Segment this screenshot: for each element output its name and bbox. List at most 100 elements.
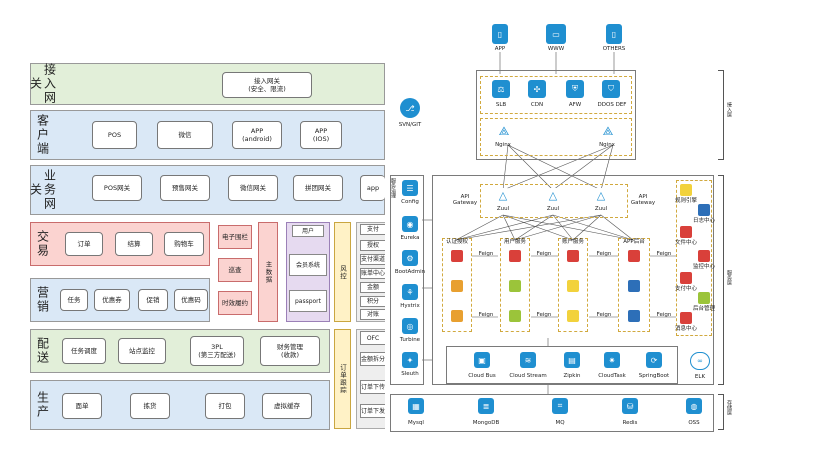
elk-icon: ∞ (690, 352, 710, 370)
mkt-promo-box: 促销 (138, 289, 168, 311)
side-service-label: 文件中心 (674, 240, 697, 246)
service-column-user (500, 238, 530, 332)
row-label-production: 生产 (35, 391, 50, 419)
pay-item: 积分 (360, 296, 385, 307)
passport-box: passport (289, 290, 327, 312)
springboot-icon: ⟳ (646, 352, 662, 368)
pay-item: 账单中心 (360, 268, 386, 279)
picking-box: 拣货 (130, 393, 170, 419)
presale-gateway-box: 预售网关 (160, 175, 210, 201)
access-services-group (480, 76, 632, 114)
access-service-label: CDN (530, 102, 544, 108)
row-label-delivery: 配送 (35, 337, 50, 365)
dispatch-box: 任务调度 (62, 338, 106, 364)
git-icon: ⎇ (400, 98, 420, 118)
service-column-label: 认证授权 (445, 239, 468, 245)
service-column-label: 账户服务 (561, 239, 584, 245)
infra-label: Zipkin (563, 373, 581, 379)
zuul-label: Zuul (496, 206, 510, 212)
config-icon: ☰ (402, 180, 418, 196)
governance-item: BootAdmin (394, 269, 426, 275)
feign-label: Feign (656, 312, 672, 318)
client-pos-box: POS (92, 121, 137, 149)
cube-icon (509, 250, 521, 262)
client-label: APP (494, 46, 506, 52)
side-service-label: 监控中心 (692, 264, 715, 270)
governance-box (390, 175, 424, 385)
infra-label: Cloud Stream (509, 373, 547, 379)
cube-icon (698, 292, 710, 304)
mkt-task-box: 任务 (60, 289, 88, 311)
right-architecture-diagram: ▯ APP ▭ WWW ▯ OTHERS ⚖ SLB ✣ CDN ⛨ AFW ⛉… (388, 0, 816, 473)
governance-item: Config (401, 199, 419, 205)
cloud-task-icon: ✷ (604, 352, 620, 368)
side-service-label: 规则引擎 (674, 198, 697, 204)
nginx-label: Nginx (495, 142, 511, 148)
service-layer-box (432, 175, 714, 385)
zuul-icon: △ (546, 188, 560, 202)
storage-label: Redis (622, 420, 638, 426)
turbine-icon: ◎ (402, 318, 418, 334)
zuul-label: Zuul (594, 206, 608, 212)
governance-item: Hystrix (400, 303, 420, 309)
access-service-label: DDOS DEF (597, 102, 627, 108)
infra-label: CloudTask (598, 373, 626, 379)
client-wechat-box: 微信 (157, 121, 213, 149)
zuul-group (480, 184, 628, 218)
nginx-icon: ⟁ (496, 124, 512, 138)
api-gateway-label: API Gateway (452, 194, 478, 206)
storage-box (390, 394, 714, 432)
app-gateway-box: app (360, 175, 385, 201)
ofc-item: 金额拆分 (360, 352, 385, 366)
left-architecture-diagram: 接入网关 接入网关 (安全、限流) 客户端 POS 微信 APP (androi… (0, 0, 385, 473)
packing-box: 打包 (205, 393, 245, 419)
user-group-title: 用户 (292, 225, 324, 237)
hystrix-icon: ⚘ (402, 284, 418, 300)
row-label-access-gateway: 接入网关 (28, 63, 57, 105)
service-column-app-backend (618, 238, 650, 332)
feign-label: Feign (596, 251, 612, 257)
pay-item: 对账 (360, 309, 385, 320)
mkt-coupon-box: 优惠券 (94, 289, 130, 311)
cube-icon (680, 272, 692, 284)
cloud-bus-icon: ▣ (474, 352, 490, 368)
client-label: WWW (547, 46, 565, 52)
side-service-label: 支付中心 (674, 286, 697, 292)
app-client-icon: ▯ (492, 24, 508, 44)
service-column-label: 用户服务 (503, 239, 526, 245)
storage-label: OSS (688, 420, 700, 426)
cube-icon (680, 184, 692, 196)
zuul-label: Zuul (546, 206, 560, 212)
oss-icon: ◍ (686, 398, 702, 414)
storage-label: MongoDB (472, 420, 500, 426)
risk-control-box: 风控 (334, 222, 351, 322)
feign-label: Feign (536, 251, 552, 257)
cube-icon (628, 250, 640, 262)
finance-box: 财务管理 (收款) (260, 336, 320, 366)
access-gateway-box: 接入网关 (安全、限流) (222, 72, 312, 98)
pay-item: 授权 (360, 240, 385, 251)
cube-icon (509, 310, 521, 322)
row-label-marketing: 营销 (35, 286, 50, 314)
api-gateway-label: API Gateway (630, 194, 656, 206)
cube-icon (628, 280, 640, 292)
service-column-label: APP后台 (623, 239, 645, 245)
storage-label: MQ (555, 420, 565, 426)
nginx-label: Nginx (599, 142, 615, 148)
storage-label: Mysql (408, 420, 424, 426)
service-layer-label: 服务层 (726, 270, 732, 285)
cdn-icon: ✣ (528, 80, 546, 98)
waybill-box: 面单 (62, 393, 102, 419)
wechat-gateway-box: 微信网关 (228, 175, 278, 201)
governance-label: 服务治理 (390, 178, 396, 198)
zipkin-icon: ▤ (564, 352, 580, 368)
pay-item: 支付 (360, 224, 385, 235)
service-column-auth (442, 238, 472, 332)
cube-icon (680, 226, 692, 238)
row-label-client: 客户端 (35, 114, 50, 156)
storage-layer-label: 存储层 (726, 400, 732, 415)
trade-cart-box: 购物车 (164, 232, 204, 256)
client-label: OTHERS (602, 46, 626, 52)
access-layer-label: 接入层 (726, 102, 732, 117)
access-layer-bracket (718, 70, 724, 160)
